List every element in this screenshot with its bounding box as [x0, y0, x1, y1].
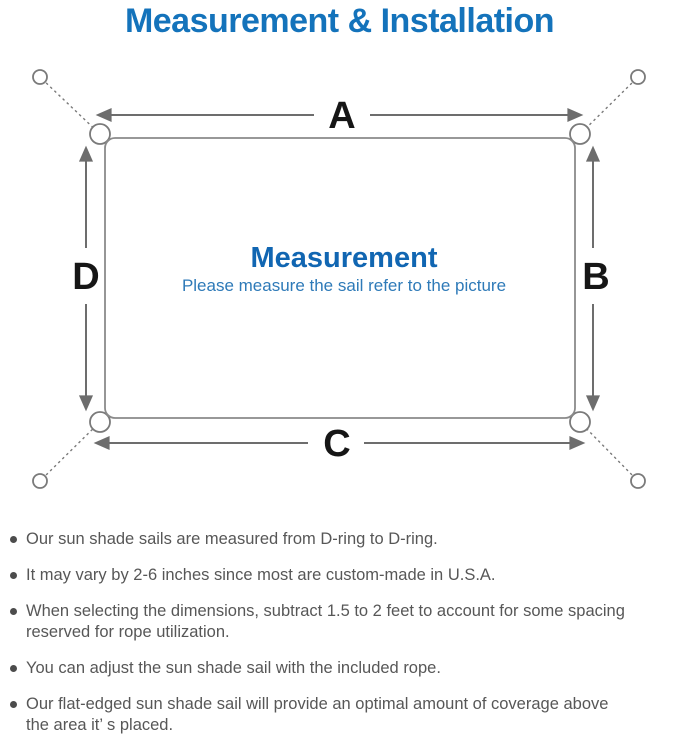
- page-title: Measurement & Installation: [124, 2, 555, 40]
- d-ring-bottom-right: [569, 411, 591, 433]
- bullet-icon: [10, 701, 17, 708]
- bullet-text: It may vary by 2-6 inches since most are…: [26, 566, 496, 584]
- bullet-text: When selecting the dimensions, subtract …: [26, 602, 625, 641]
- bullet-text: You can adjust the sun shade sail with t…: [26, 659, 441, 677]
- diagram-center-title: Measurement: [251, 242, 438, 274]
- list-item: When selecting the dimensions, subtract …: [10, 601, 665, 643]
- anchor-point-top-left: [32, 69, 48, 85]
- d-ring-bottom-left: [89, 411, 111, 433]
- side-label-c: C: [323, 423, 350, 465]
- list-item: Our flat-edged sun shade sail will provi…: [10, 694, 665, 736]
- sail-outline: [104, 137, 576, 419]
- bullet-icon: [10, 608, 17, 615]
- anchor-point-top-right: [630, 69, 646, 85]
- diagram-center-subtitle: Please measure the sail refer to the pic…: [182, 276, 506, 295]
- d-ring-top-right: [569, 123, 591, 145]
- d-ring-top-left: [89, 123, 111, 145]
- anchor-point-bottom-right: [630, 473, 646, 489]
- list-item: It may vary by 2-6 inches since most are…: [10, 565, 665, 586]
- bullet-text: Our flat-edged sun shade sail will provi…: [26, 695, 609, 734]
- bullet-icon: [10, 572, 17, 579]
- list-item: You can adjust the sun shade sail with t…: [10, 658, 665, 679]
- side-label-a: A: [328, 95, 355, 137]
- sail-measurement-diagram: A B C D Measurement Please measure the s…: [32, 69, 646, 489]
- side-label-b: B: [582, 256, 609, 298]
- bullet-icon: [10, 665, 17, 672]
- bullet-text: Our sun shade sails are measured from D-…: [26, 530, 438, 548]
- anchor-point-bottom-left: [32, 473, 48, 489]
- bullet-icon: [10, 536, 17, 543]
- notes-list: Our sun shade sails are measured from D-…: [0, 518, 679, 736]
- side-label-d: D: [72, 256, 99, 298]
- list-item: Our sun shade sails are measured from D-…: [10, 529, 665, 550]
